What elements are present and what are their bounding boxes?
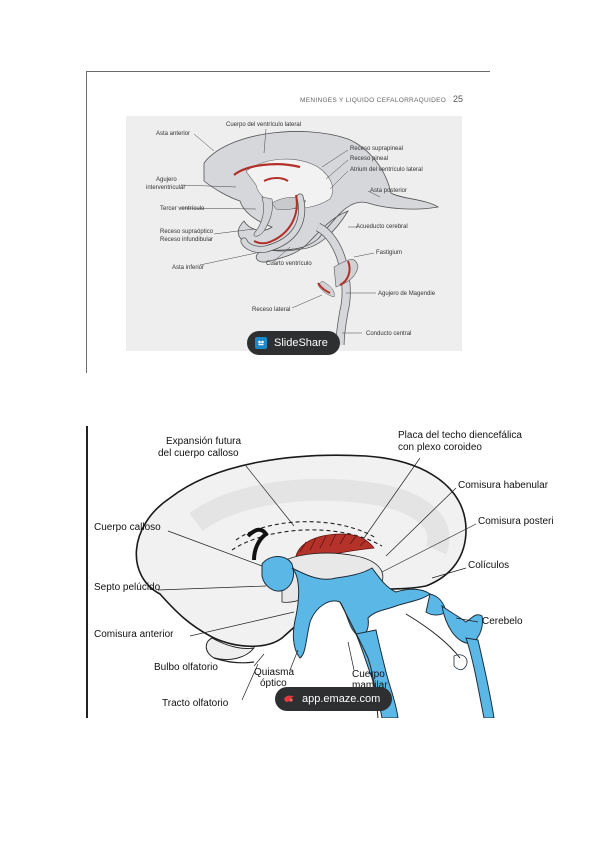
label-expansion-1: Expansión futura (166, 436, 241, 447)
label-acueducto-cerebral: Acueducto cerebral (356, 224, 408, 230)
ventricular-system-illustration: MENINGES Y LIQUIDO CEFALORRAQUIDEO 25 (126, 94, 463, 351)
label-agujero-interventricular-1: Agujero (156, 177, 177, 183)
leader-lines (157, 457, 479, 701)
label-expansion-2: del cuerpo calloso (158, 448, 239, 459)
page-number: 25 (453, 94, 463, 104)
label-cerebelo: Cerebelo (482, 616, 523, 627)
label-receso-lateral: Receso lateral (252, 307, 290, 313)
label-receso-suprapineal: Receso suprapineal (350, 146, 403, 152)
label-cuerpo-ventriculo-lateral: Cuerpo del ventrículo lateral (226, 122, 301, 128)
figure-top-border (86, 71, 490, 72)
label-quiasma-2: óptico (260, 678, 287, 689)
label-conducto-central: Conducto central (366, 331, 411, 337)
label-tracto-olfatorio: Tracto olfatorio (162, 698, 229, 709)
label-bulbo-olfatorio: Bulbo olfatorio (154, 662, 218, 673)
figure-left-border (86, 426, 88, 718)
lateral-ventricle-shape (203, 131, 440, 346)
emaze-badge-label: app.emaze.com (302, 693, 381, 705)
label-quiasma-1: Quiasma (254, 667, 294, 678)
emaze-icon (283, 693, 295, 705)
label-comisura-posterior: Comisura posteri (478, 516, 554, 527)
label-agujero-interventricular-2: interventricular (146, 185, 185, 191)
olfactory-bulb-shape (205, 637, 256, 661)
ventricular-system-figure: MENINGES Y LIQUIDO CEFALORRAQUIDEO 25 (86, 71, 490, 373)
figure-left-border (86, 71, 87, 373)
label-asta-inferior: Asta inferior (172, 265, 204, 271)
label-receso-infundibular: Receso infundibular (160, 237, 213, 243)
slideshare-badge-label: SlideShare (274, 337, 328, 349)
label-atrium: Atrium del ventrículo lateral (350, 167, 423, 173)
label-septo-pelucido: Septo pelúcido (94, 582, 161, 593)
label-receso-pineal: Receso pineal (350, 156, 388, 162)
label-coliculos: Colículos (468, 560, 509, 571)
brain-sagittal-figure: Expansión futura del cuerpo calloso Plac… (86, 426, 556, 718)
label-asta-anterior: Asta anterior (156, 131, 190, 137)
figure2-labels: Expansión futura del cuerpo calloso Plac… (94, 430, 554, 709)
label-receso-supraoptico: Receso supraóptico (160, 229, 214, 235)
label-asta-posterior: Asta posterior (370, 188, 407, 194)
label-comisura-habenular: Comisura habenular (458, 480, 549, 491)
running-header: MENINGES Y LIQUIDO CEFALORRAQUIDEO (300, 97, 446, 104)
brain-sagittal-illustration: Expansión futura del cuerpo calloso Plac… (94, 430, 554, 718)
label-cuerpo-mamilar-2: mamilar (352, 680, 388, 691)
label-tercer-ventriculo: Tercer ventrículo (160, 206, 205, 212)
label-agujero-magendie: Agujero de Magendie (378, 291, 436, 297)
future-corpus-callosum (235, 521, 377, 541)
slideshare-icon (255, 337, 267, 349)
label-placa-2: con plexo coroideo (398, 442, 482, 453)
slideshare-badge[interactable]: SlideShare (247, 331, 340, 355)
leader-lines (180, 128, 381, 334)
label-placa-1: Placa del techo diencefálica (398, 430, 522, 441)
label-cuerpo-calloso: Cuerpo calloso (94, 522, 161, 533)
label-cuarto-ventriculo: Cuarto ventrículo (266, 261, 312, 267)
label-comisura-anterior: Comisura anterior (94, 629, 174, 640)
emaze-badge[interactable]: app.emaze.com (275, 687, 393, 711)
figure1-labels: Asta anterior Cuerpo del ventrículo late… (146, 122, 436, 337)
label-cuerpo-mamilar-1: Cuerpo (352, 669, 385, 680)
label-fastigium: Fastigium (376, 250, 402, 256)
